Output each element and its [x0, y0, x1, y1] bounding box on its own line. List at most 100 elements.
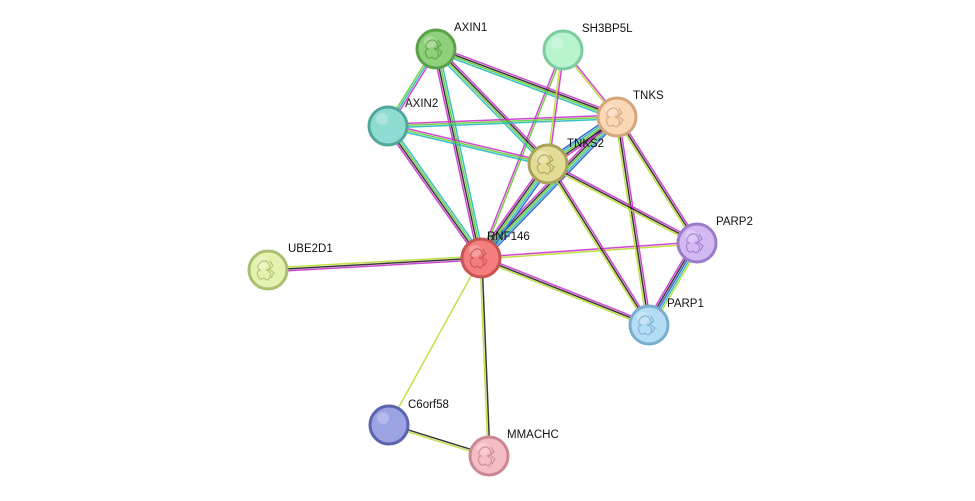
edge-evidence-line: [387, 127, 548, 167]
edge-evidence-line: [480, 257, 650, 326]
edge-evidence-line: [436, 45, 619, 116]
protein-structure-icon: [637, 315, 656, 336]
node-label-mmachc: MMACHC: [507, 429, 559, 441]
edge-rnf146-axin1[interactable]: [432, 48, 485, 259]
protein-structure-icon: [477, 446, 496, 467]
nodes-layer: RNF146 AXIN1 SH3BP5L TNKS AXIN2TNKS2PARP2PAR…: [247, 22, 753, 477]
edge-tnks2-parp1[interactable]: [545, 162, 652, 327]
node-parp1[interactable]: PARP1: [628, 298, 704, 346]
node-circle: [542, 29, 584, 71]
node-highlight: [469, 245, 481, 257]
edge-rnf146-mmachc[interactable]: [479, 257, 491, 457]
node-highlight: [376, 113, 388, 125]
edge-evidence-line: [546, 165, 697, 246]
edge-rnf146-tnks[interactable]: [477, 113, 621, 262]
protein-structure-icon: [256, 260, 275, 281]
node-highlight: [605, 104, 617, 116]
node-highlight: [256, 257, 268, 269]
node-label-parp2: PARP2: [716, 216, 753, 228]
edge-evidence-line: [477, 113, 615, 256]
edge-evidence-line: [548, 161, 699, 242]
node-highlight: [424, 36, 436, 48]
edge-evidence-line: [616, 116, 698, 244]
edge-evidence-line: [267, 257, 482, 271]
edge-evidence-line: [434, 49, 481, 259]
node-c6orf58[interactable]: C6orf58: [368, 399, 449, 446]
edge-evidence-line: [614, 117, 648, 326]
edge-evidence-line: [481, 257, 491, 456]
node-label-parp1: PARP1: [667, 298, 704, 310]
edge-evidence-line: [548, 162, 652, 325]
edge-evidence-line: [618, 116, 652, 325]
protein-structure-icon: [685, 233, 704, 254]
edge-evidence-line: [388, 257, 482, 426]
edge-evidence-line: [388, 118, 618, 129]
node-label-c6orf58: C6orf58: [408, 399, 449, 411]
edge-evidence-line: [545, 164, 649, 327]
edge-rnf146-sh3bp5l[interactable]: [479, 49, 565, 259]
edge-evidence-line: [267, 255, 481, 269]
edge-axin2-tnks2[interactable]: [387, 123, 549, 167]
node-label-ube2d1: UBE2D1: [288, 243, 333, 255]
edge-evidence-line: [436, 48, 483, 258]
node-label-tnks: TNKS: [633, 90, 664, 102]
edge-axin1-tnks[interactable]: [434, 45, 619, 121]
edge-evidence-line: [616, 116, 650, 326]
edge-evidence-line: [436, 47, 618, 117]
edge-axin2-tnks[interactable]: [387, 114, 618, 129]
edge-evidence-line: [483, 119, 621, 262]
edge-rnf146-parp1[interactable]: [480, 255, 650, 328]
edge-tnks-parp1[interactable]: [614, 116, 652, 326]
edge-axin1-tnks2[interactable]: [433, 46, 551, 167]
edge-evidence-line: [617, 115, 700, 243]
node-label-axin2: AXIN2: [405, 98, 438, 110]
edge-evidence-line: [481, 243, 698, 260]
edge-evidence-line: [436, 47, 550, 164]
edge-evidence-line: [481, 117, 619, 260]
edge-rnf146-c6orf58[interactable]: [388, 257, 482, 426]
edge-evidence-line: [480, 241, 697, 258]
edge-evidence-line: [479, 258, 489, 457]
edge-evidence-line: [434, 50, 617, 121]
node-sh3bp5l[interactable]: SH3BP5L: [542, 23, 633, 71]
edge-evidence-line: [388, 123, 549, 163]
edge-evidence-line: [387, 125, 549, 165]
edge-evidence-line: [432, 49, 479, 259]
edge-tnks2-parp2[interactable]: [546, 161, 699, 246]
edge-evidence-line: [389, 123, 484, 257]
node-rnf146[interactable]: RNF146: [460, 231, 530, 279]
edge-evidence-line: [435, 49, 617, 119]
node-highlight: [377, 412, 389, 424]
node-highlight: [536, 151, 548, 163]
node-circle: [368, 404, 410, 446]
edge-rnf146-ube2d1[interactable]: [267, 255, 482, 273]
protein-structure-icon: [469, 248, 488, 269]
node-ube2d1[interactable]: UBE2D1: [247, 243, 333, 291]
protein-structure-icon: [605, 107, 624, 128]
edge-tnks-parp2[interactable]: [614, 115, 700, 245]
edge-evidence-line: [481, 50, 565, 259]
edges-layer: [267, 45, 701, 458]
edge-evidence-line: [547, 163, 698, 244]
node-label-sh3bp5l: SH3BP5L: [582, 23, 633, 35]
node-highlight: [477, 443, 489, 455]
edge-rnf146-parp2[interactable]: [480, 241, 698, 260]
edge-evidence-line: [437, 46, 551, 163]
node-mmachc[interactable]: MMACHC: [468, 429, 559, 477]
protein-structure-icon: [536, 154, 555, 175]
edge-evidence-line: [433, 50, 547, 167]
edge-evidence-line: [388, 125, 483, 258]
edge-rnf146-axin2[interactable]: [385, 123, 484, 261]
edge-evidence-line: [547, 163, 650, 326]
node-tnks2[interactable]: TNKS2: [527, 138, 604, 185]
node-axin1[interactable]: AXIN1: [415, 22, 487, 70]
edge-evidence-line: [480, 259, 649, 328]
node-highlight: [551, 37, 563, 49]
node-highlight: [637, 312, 649, 324]
edge-evidence-line: [438, 48, 485, 258]
node-axin2[interactable]: AXIN2: [367, 98, 438, 147]
edge-evidence-line: [479, 49, 563, 258]
node-tnks[interactable]: TNKS: [596, 90, 664, 138]
node-parp2[interactable]: PARP2: [676, 216, 753, 264]
